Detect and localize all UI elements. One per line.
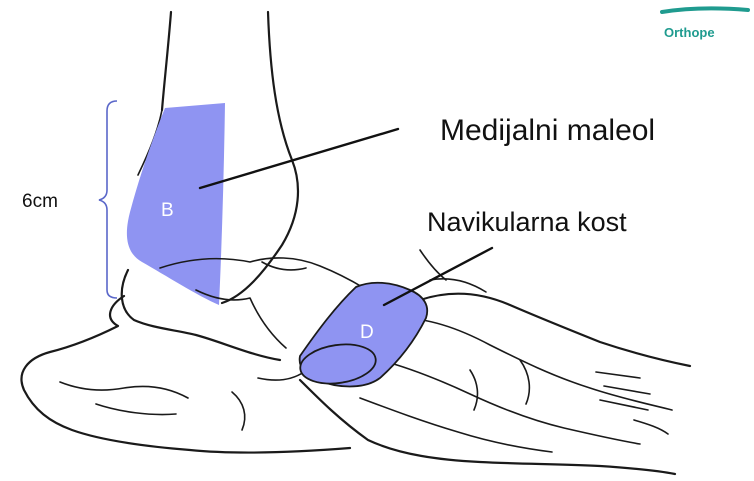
label-medial-malleolus: Medijalni maleol — [440, 114, 655, 147]
pointer-medial-malleolus — [200, 129, 398, 188]
logo-mark — [662, 8, 748, 12]
logo: Orthope — [662, 8, 748, 40]
measurement-bracket — [99, 101, 117, 298]
logo-text: Orthope — [664, 25, 715, 40]
region-b-letter: B — [161, 200, 174, 221]
measurement-label: 6cm — [22, 191, 58, 212]
region-b-medial-malleolus — [127, 103, 225, 305]
label-navicular-bone: Navikularna kost — [427, 207, 627, 237]
region-d-letter: D — [360, 322, 374, 343]
